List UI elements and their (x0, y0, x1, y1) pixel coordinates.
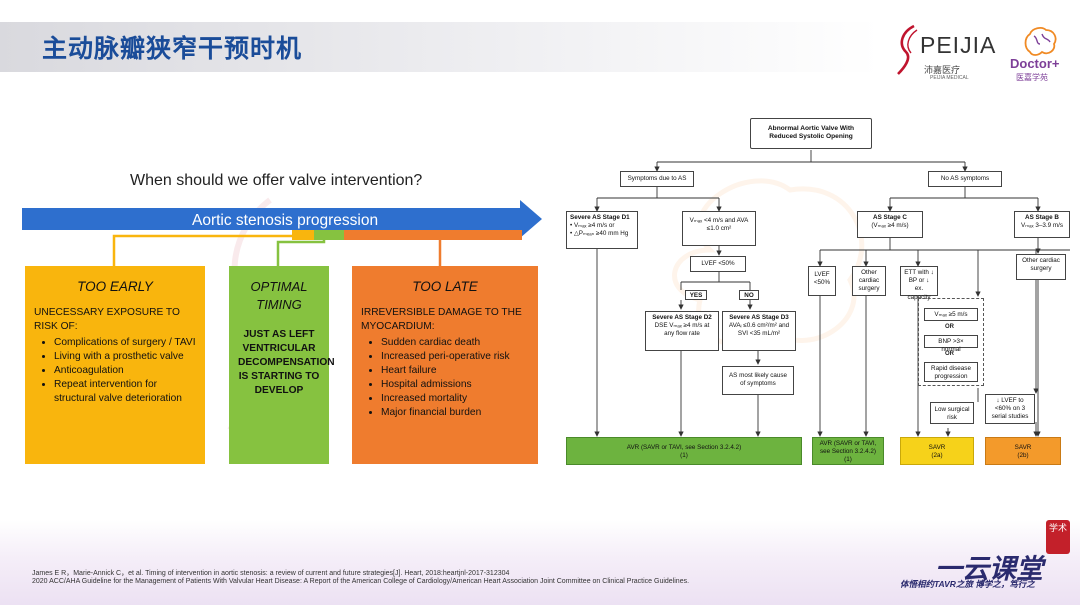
fc-symptoms: Symptoms due to AS (620, 171, 694, 187)
fc-savr-2b-text: SAVR (1014, 444, 1032, 451)
doctor-plus-text: Doctor+ (1010, 56, 1060, 71)
fc-avr-2-class: (1) (844, 456, 852, 464)
title-bar (0, 22, 880, 72)
peijia-logo-text: PEIJIA (920, 32, 997, 58)
fc-stage-d2: Severe AS Stage D2 DSE Vₘₐₓ ≥4 m/s at an… (645, 311, 719, 351)
too-early-heading: TOO EARLY (77, 279, 153, 294)
too-late-marker (344, 230, 522, 240)
fc-c-other-surgery: Other cardiac surgery (852, 266, 886, 296)
reference-2: 2020 ACC/AHA Guideline for the Managemen… (32, 578, 690, 585)
flowchart-connectors (594, 150, 1070, 437)
fc-savr-2b: SAVR (2b) (985, 437, 1061, 465)
brand-seal: 学术 (1046, 520, 1070, 554)
too-late-list: Sudden cardiac death Increased peri-oper… (361, 336, 529, 420)
fc-savr-2b-class: (2b) (1017, 452, 1029, 460)
list-item: Hospital admissions (381, 378, 529, 392)
brain-icon (1024, 27, 1057, 56)
fc-stage-d1-title: Severe AS Stage D1 (570, 214, 630, 221)
fc-avr-1-class: (1) (680, 452, 688, 460)
list-item: Repeat intervention for structural valve… (54, 378, 196, 406)
too-early-box: TOO EARLY UNECESSARY EXPOSURE TO RISK OF… (25, 266, 205, 464)
progression-arrow (22, 200, 542, 266)
peijia-logo-cn: 沛嘉医疗 (924, 65, 961, 75)
fc-stage-c-body: (Vₘₐₓ ≥4 m/s) (871, 222, 909, 230)
too-late-heading: TOO LATE (412, 279, 478, 294)
doctor-plus-cn: 医嘉学苑 (1016, 73, 1048, 82)
list-item: Sudden cardiac death (381, 336, 529, 350)
fc-avr-2-text: AVR (SAVR or TAVI, see Section 3.2.4.2) (819, 440, 877, 456)
fc-criteria-group (918, 298, 984, 386)
fc-stage-c-title: AS Stage C (873, 214, 907, 221)
fc-vmax5: Vₘₐₓ ≥5 m/s (924, 308, 978, 321)
fc-or-2: OR (945, 351, 954, 357)
timing-question: When should we offer valve intervention? (130, 172, 423, 189)
too-early-marker (292, 230, 314, 240)
fc-bnp: BNP >3× normal (924, 335, 978, 353)
fc-no-symptoms: No AS symptoms (928, 171, 1002, 187)
optimal-marker (314, 230, 344, 240)
peijia-swirl-icon (897, 24, 918, 75)
fc-avr-1-text: AVR (SAVR or TAVI, see Section 3.2.4.2) (626, 444, 742, 451)
fc-low-risk: Low surgical risk (930, 402, 974, 424)
fc-no: NO (739, 290, 759, 300)
fc-stage-d3: Severe AS Stage D3 AVAᵢ ≤0.6 cm²/m² and … (722, 311, 796, 351)
fc-yes: YES (685, 290, 707, 300)
fc-stage-d2-title: Severe AS Stage D2 (652, 314, 712, 321)
too-early-connector (112, 230, 300, 266)
fc-as-likely: AS most likely cause of symptoms (722, 366, 794, 395)
peijia-logo: PEIJIA 沛嘉医疗 PEIJIA MEDICAL (890, 22, 1000, 82)
fc-rapid: Rapid disease progression (924, 362, 978, 382)
too-early-list: Complications of surgery / TAVI Living w… (34, 336, 196, 406)
fc-stage-b: AS Stage B Vₘₐₓ 3–3.9 m/s (1014, 211, 1070, 238)
fc-stage-b-title: AS Stage B (1025, 214, 1059, 221)
fc-stage-d3-title: Severe AS Stage D3 (729, 314, 789, 321)
peijia-logo-en: PEIJIA MEDICAL (930, 75, 969, 81)
fc-b-other-surgery: Other cardiac surgery (1016, 254, 1066, 280)
list-item: Increased peri-operative risk (381, 350, 529, 364)
fc-stage-d1: Severe AS Stage D1 • Vₘₐₓ ≥4 m/s or • △P… (566, 211, 638, 249)
fc-savr-2a-class: (2a) (931, 452, 943, 460)
too-early-intro: UNECESSARY EXPOSURE TO RISK OF: (34, 307, 180, 332)
list-item: Complications of surgery / TAVI (54, 336, 196, 350)
arrow-label: Aortic stenosis progression (192, 212, 379, 229)
fc-stage-c: AS Stage C (Vₘₐₓ ≥4 m/s) (857, 211, 923, 238)
too-late-box: TOO LATE IRREVERSIBLE DAMAGE TO THE MYOC… (352, 266, 538, 464)
fc-stage-d1-line1: • Vₘₐₓ ≥4 m/s or (570, 222, 615, 230)
fc-avr-outcome-1: AVR (SAVR or TAVI, see Section 3.2.4.2) … (566, 437, 802, 465)
fc-ett: ETT with ↓ BP or ↓ ex. capacity (900, 266, 938, 301)
fc-lvef-decline: ↓ LVEF to <60% on 3 serial studies (985, 394, 1035, 424)
fc-stage-d2-body: DSE Vₘₐₓ ≥4 m/s at any flow rate (654, 322, 710, 338)
fc-c-lvef: LVEF <50% (808, 266, 836, 296)
page-title: 主动脉瓣狭窄干预时机 (42, 34, 303, 63)
fc-vmax-ava: Vₘₐₓ <4 m/s and AVA ≤1.0 cm² (682, 211, 756, 246)
list-item: Anticoagulation (54, 364, 196, 378)
optimal-heading: OPTIMAL TIMING (250, 279, 308, 312)
fc-or-1: OR (945, 324, 954, 330)
fc-stage-d3-body: AVAᵢ ≤0.6 cm²/m² and SVI <35 mL/m² (728, 322, 790, 338)
brand-slogan: 体悟相约TAVR之旅 博学之，笃行之 (900, 579, 1035, 589)
optimal-body: JUST AS LEFT VENTRICULAR DECOMPENSATION … (238, 329, 335, 396)
list-item: Heart failure (381, 364, 529, 378)
list-item: Living with a prosthetic valve (54, 350, 196, 364)
optimal-timing-box: OPTIMAL TIMING JUST AS LEFT VENTRICULAR … (229, 266, 335, 464)
reference-1: James E R，Marie-Annick C，et al. Timing o… (32, 570, 510, 577)
arrow-shape (22, 200, 542, 238)
doctor-plus-logo: Doctor+ 医嘉学苑 (1008, 26, 1074, 82)
brand-title: 一云课堂 (935, 554, 1043, 585)
fc-savr-2a: SAVR (2a) (900, 437, 974, 465)
too-late-intro: IRREVERSIBLE DAMAGE TO THE MYOCARDIUM: (361, 307, 522, 332)
fc-stage-b-body: Vₘₐₓ 3–3.9 m/s (1021, 222, 1063, 230)
fc-stage-d1-line2: • △Pₘₑₐₙ ≥40 mm Hg (570, 230, 629, 238)
fc-root: Abnormal Aortic Valve With Reduced Systo… (750, 118, 872, 149)
fc-savr-2a-text: SAVR (928, 444, 946, 451)
list-item: Major financial burden (381, 406, 529, 420)
footer-band (0, 520, 1080, 605)
list-item: Increased mortality (381, 392, 529, 406)
fc-avr-outcome-2: AVR (SAVR or TAVI, see Section 3.2.4.2) … (812, 437, 884, 465)
fc-lvef-lt50: LVEF <50% (690, 256, 746, 272)
